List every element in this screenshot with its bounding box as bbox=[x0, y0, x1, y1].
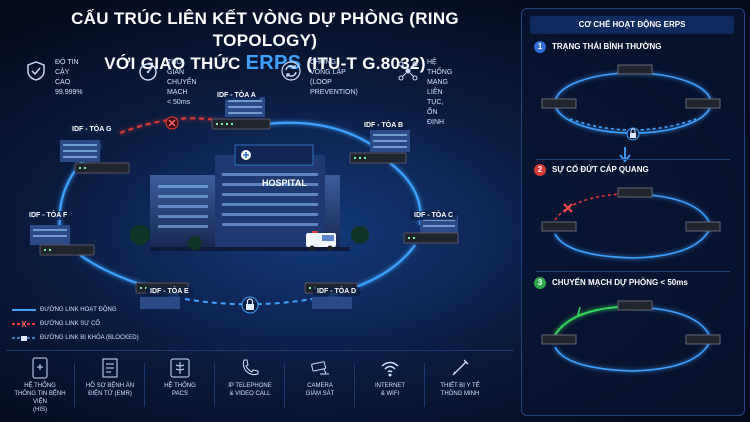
divider bbox=[144, 363, 145, 407]
step-text: CHUYỂN MẠCH DỰ PHÒNG < 50ms bbox=[552, 278, 688, 287]
service-text: HỆ THỐNG THÔNG TIN BỆNH VIỆN (HIS) bbox=[14, 383, 66, 413]
page-title: CẤU TRÚC LIÊN KẾT VÒNG DỰ PHÒNG (RING TO… bbox=[30, 8, 500, 75]
service-his: HỆ THỐNG THÔNG TIN BỆNH VIỆN (HIS) bbox=[10, 357, 70, 414]
loop-arrows-icon bbox=[281, 61, 301, 81]
services-bar: HỆ THỐNG THÔNG TIN BỆNH VIỆN (HIS) HỒ SƠ… bbox=[6, 350, 514, 417]
node-label-f: IDF - TÒA F bbox=[25, 211, 72, 220]
step-2-diagram bbox=[541, 187, 721, 259]
shield-check-icon bbox=[27, 61, 45, 81]
node-label-d: IDF - TÒA D bbox=[313, 287, 361, 296]
service-emr: HỒ SƠ BỆNH ÁN ĐIỆN TỬ (EMR) bbox=[80, 357, 140, 398]
medical-record-icon bbox=[102, 358, 118, 378]
divider bbox=[536, 159, 730, 160]
service-text: CAMERA GIÁM SÁT bbox=[305, 383, 335, 397]
step-text: TRẠNG THÁI BÌNH THƯỜNG bbox=[552, 42, 662, 51]
divider bbox=[536, 271, 730, 272]
service-text: INTERNET & WIFI bbox=[375, 383, 405, 397]
ring-diagram: HOSPITAL IDF - TÒA A IDF - TÒA B IDF - T… bbox=[0, 85, 510, 350]
panel-title: CƠ CHẾ HOẠT ĐỘNG ERPS bbox=[530, 16, 734, 34]
ambulance-icon bbox=[306, 231, 336, 251]
tablet-icon bbox=[32, 357, 48, 379]
feature-list: ĐỘ TIN CẬY CAO 99.999% THỜI GIAN CHUYỂN … bbox=[25, 58, 515, 126]
divider bbox=[214, 363, 215, 407]
node-g bbox=[60, 140, 130, 174]
divider bbox=[284, 363, 285, 407]
legend-text: ĐƯỜNG LINK BỊ KHÓA (BLOCKED) bbox=[40, 335, 139, 341]
title-line2-suffix: (ITU-T G.8032) bbox=[301, 54, 426, 73]
xray-icon bbox=[170, 358, 190, 378]
node-b bbox=[349, 130, 410, 164]
arrow-down-icon bbox=[619, 147, 631, 163]
node-a bbox=[211, 97, 271, 130]
fault-link-icon bbox=[12, 320, 36, 328]
active-link-icon bbox=[12, 309, 36, 311]
syringe-icon bbox=[452, 359, 469, 376]
hospital-building bbox=[130, 144, 369, 251]
cctv-camera-icon bbox=[311, 361, 329, 375]
service-pacs: HỆ THỐNG PACS bbox=[150, 357, 210, 398]
link-a-b bbox=[257, 121, 379, 150]
legend-text: ĐƯỜNG LINK HOẠT ĐỘNG bbox=[40, 307, 117, 313]
feature-text: HỆ THỐNG MẠNG LIÊN TỤC, ỔN ĐỊNH bbox=[427, 59, 453, 126]
divider bbox=[424, 363, 425, 407]
blocked-link-icon bbox=[12, 336, 36, 341]
fault-x-icon bbox=[165, 116, 179, 130]
node-label-c: IDF - TÒA C bbox=[410, 211, 458, 220]
lock-icon bbox=[626, 127, 640, 141]
service-text: IP TELEPHONE & VIDEO CALL bbox=[228, 383, 272, 397]
step-number: 2 bbox=[534, 164, 546, 176]
title-line1: CẤU TRÚC LIÊN KẾT VÒNG DỰ PHÒNG (RING TO… bbox=[71, 9, 459, 50]
feature-text: ĐỘ TIN CẬY CAO 99.999% bbox=[55, 59, 83, 96]
title-line2-prefix: VỚI GIAO THỨC bbox=[104, 54, 246, 73]
service-text: HỆ THỐNG PACS bbox=[164, 383, 196, 397]
step-number: 1 bbox=[534, 41, 546, 53]
step-1-diagram bbox=[541, 64, 721, 141]
node-label-e: IDF - TÒA E bbox=[146, 287, 193, 296]
speedometer-icon bbox=[139, 63, 157, 81]
service-camera: CAMERA GIÁM SÁT bbox=[290, 357, 350, 398]
phone-icon bbox=[242, 359, 259, 376]
node-label-b: IDF - TÒA B bbox=[360, 121, 408, 130]
step-number: 3 bbox=[534, 277, 546, 289]
divider bbox=[354, 363, 355, 407]
fault-x-icon bbox=[563, 203, 573, 213]
node-label-a: IDF - TÒA A bbox=[213, 91, 260, 100]
legend-text: ĐƯỜNG LINK SỰ CỐ bbox=[40, 321, 101, 327]
building-sign: HOSPITAL bbox=[262, 178, 307, 188]
feature-text: CHỐNG VÒNG LẶP (LOOP PREVENTION) bbox=[310, 59, 358, 96]
network-icon bbox=[398, 61, 418, 81]
wifi-icon bbox=[381, 361, 399, 377]
feature-text: THỜI GIAN CHUYỂN MẠCH < 50ms bbox=[167, 59, 197, 106]
service-text: THIẾT BỊ Y TẾ THÔNG MINH bbox=[440, 383, 480, 397]
node-label-g: IDF - TÒA G bbox=[68, 125, 116, 134]
step-text: SỰ CỐ ĐỨT CÁP QUANG bbox=[552, 165, 649, 174]
service-medical-device: THIẾT BỊ Y TẾ THÔNG MINH bbox=[430, 357, 490, 398]
erps-panel: CƠ CHẾ HOẠT ĐỘNG ERPS 1 TRẠNG THÁI BÌNH … bbox=[521, 8, 745, 416]
step-3-diagram bbox=[541, 300, 721, 372]
service-text: HỒ SƠ BỆNH ÁN ĐIỆN TỬ (EMR) bbox=[85, 383, 135, 397]
service-wifi: INTERNET & WIFI bbox=[360, 357, 420, 398]
title-line2: VỚI GIAO THỨC ERPS (ITU-T G.8032) bbox=[30, 52, 500, 75]
node-f bbox=[30, 225, 95, 256]
service-phone: IP TELEPHONE & VIDEO CALL bbox=[220, 357, 280, 398]
divider bbox=[74, 363, 75, 407]
lock-icon bbox=[241, 296, 259, 314]
